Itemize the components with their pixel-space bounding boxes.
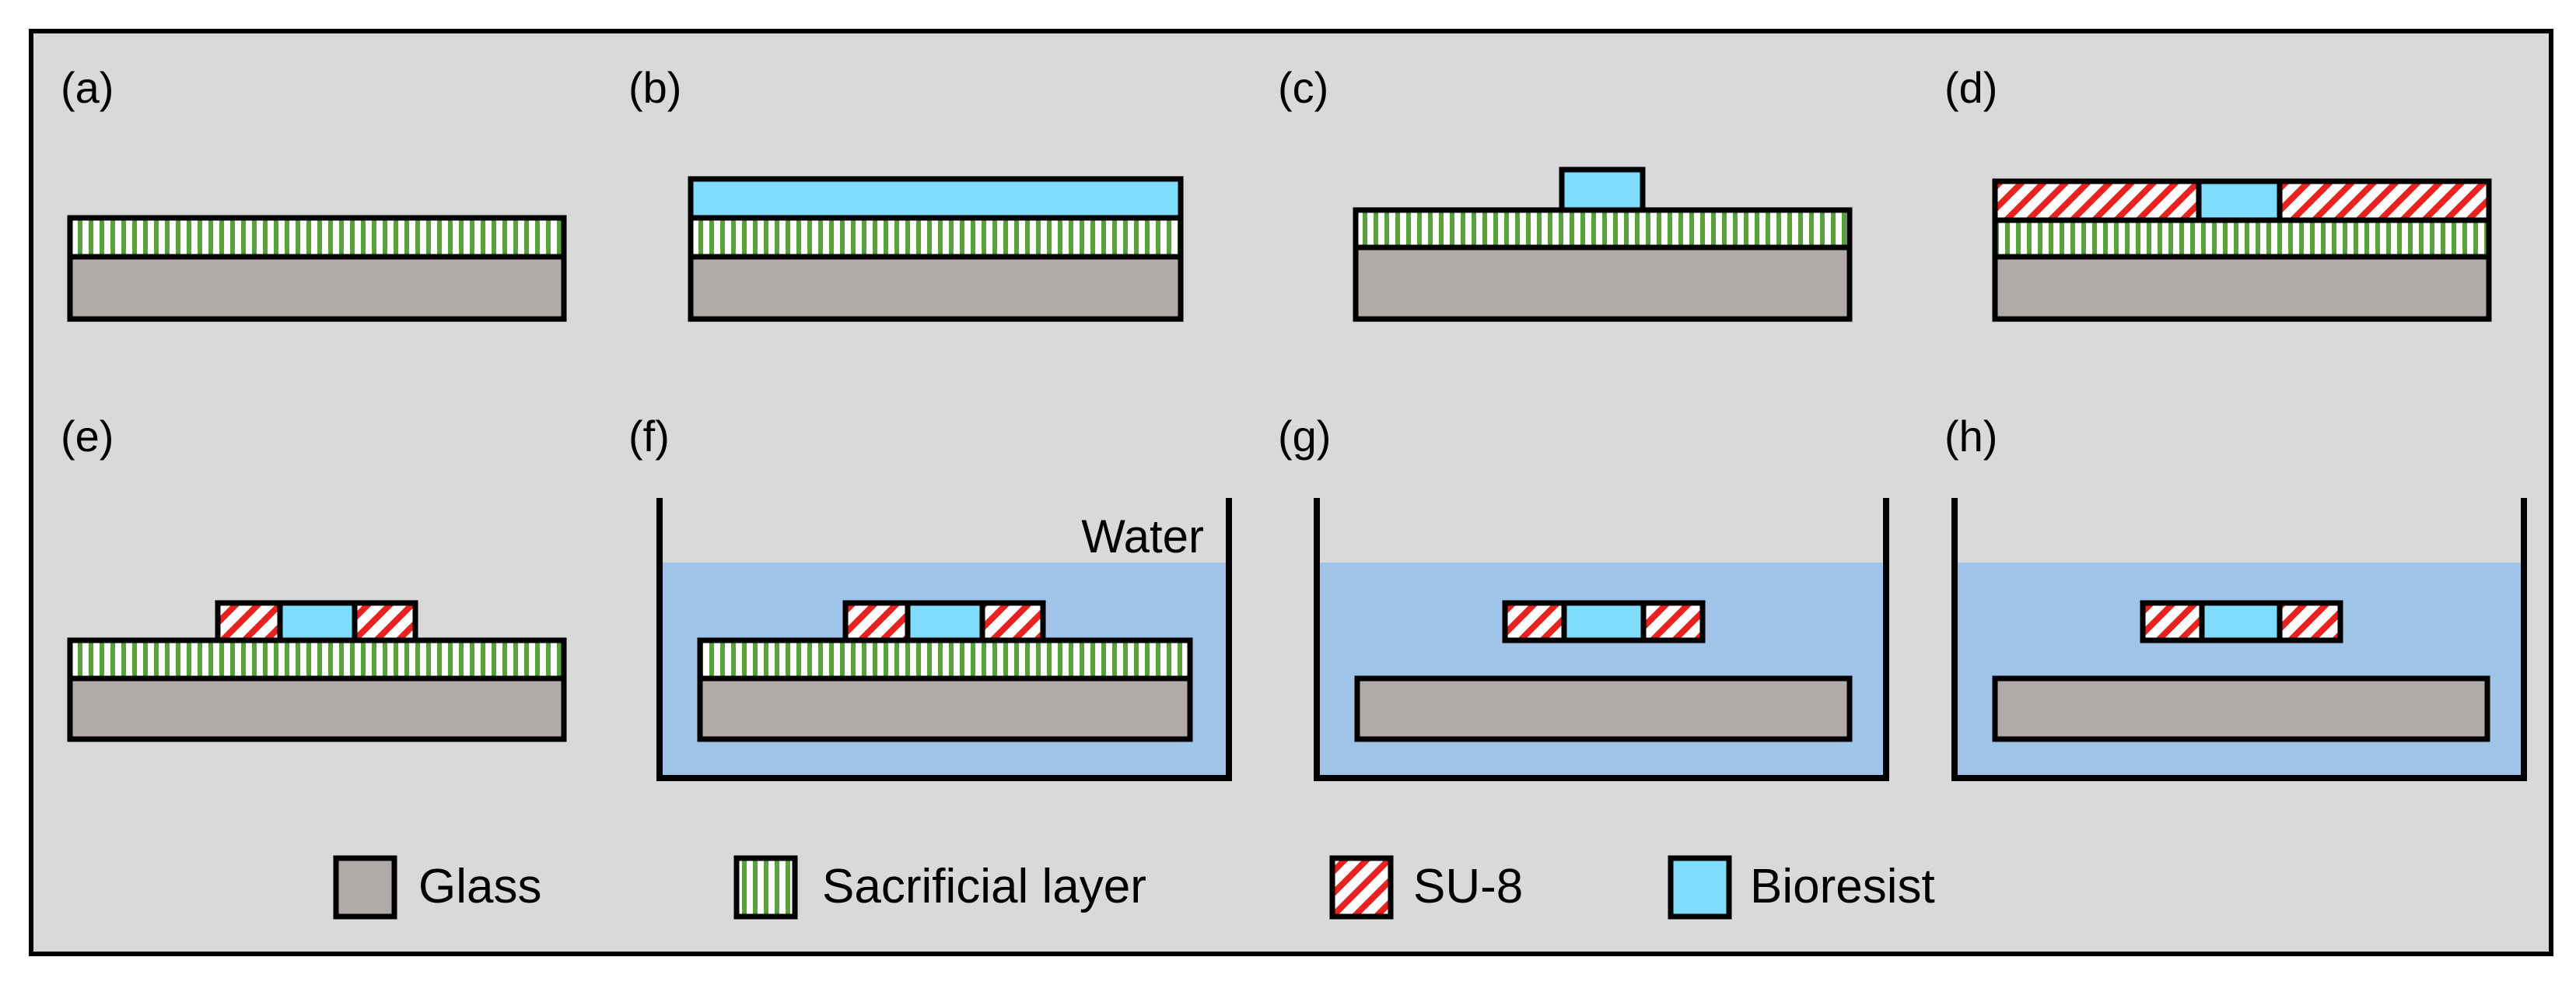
water [1317, 563, 1886, 778]
legend-label-su8: SU-8 [1413, 860, 1523, 913]
su8-block-left [842, 600, 911, 643]
su8-block-left [215, 600, 283, 643]
panel-d: (d) [1944, 63, 2492, 322]
bioresist-pattern [905, 600, 985, 643]
sacrificial-layer [67, 215, 567, 260]
glass-substrate [688, 254, 1184, 322]
beaker [1951, 498, 2527, 781]
su8-block-left [2140, 600, 2205, 643]
legend-label-sacrificial: Sacrificial layer [822, 860, 1146, 913]
panel-f: (f) Water [628, 412, 1232, 781]
glass-substrate [1353, 244, 1853, 322]
panel-a: (a) [61, 63, 567, 322]
glass-substrate [697, 675, 1193, 742]
su8-block-right [1640, 600, 1706, 643]
beaker [656, 498, 1232, 781]
legend-swatch-su8 [1329, 855, 1394, 920]
su8-layer-left [1992, 178, 2202, 223]
panel-g: (g) [1278, 412, 1889, 781]
glass-substrate [1992, 675, 2490, 742]
panel-b: (b) [628, 63, 1184, 322]
panel-label: (h) [1944, 412, 1997, 461]
bioresist-pattern [2196, 178, 2283, 223]
legend-label-glass: Glass [418, 860, 541, 913]
panel-label: (d) [1944, 63, 1997, 112]
panel-label: (f) [628, 412, 670, 461]
water-label: Water [1081, 510, 1204, 563]
bioresist-pattern [1561, 600, 1647, 643]
panel-label: (b) [628, 63, 681, 112]
su8-block-right [2277, 600, 2343, 643]
sacrificial-layer [688, 215, 1184, 260]
su8-block-right [979, 600, 1046, 643]
figure-frame [29, 29, 2553, 956]
beaker [1314, 498, 1889, 781]
panel-label: (g) [1278, 412, 1331, 461]
bioresist-pattern [277, 600, 358, 643]
legend-swatch-sacrificial [733, 855, 798, 920]
glass-substrate [1354, 675, 1853, 742]
su8-layer-right [2277, 178, 2492, 223]
su8-block-left [1502, 600, 1567, 643]
bioresist-pattern [1559, 167, 1646, 213]
panel-label: (e) [61, 412, 114, 461]
glass-substrate [67, 254, 567, 322]
glass-substrate [67, 675, 567, 742]
legend-swatch-glass [333, 855, 397, 920]
sacrificial-layer [697, 637, 1193, 682]
bioresist-layer [688, 176, 1184, 221]
legend-swatch-bioresist [1668, 855, 1732, 920]
water [1955, 563, 2524, 778]
panel-label: (a) [61, 63, 114, 112]
sacrificial-layer [67, 637, 567, 682]
sacrificial-layer [1992, 217, 2492, 260]
su8-block-right [352, 600, 418, 643]
glass-substrate [1992, 254, 2492, 322]
panel-c: (c) [1278, 63, 1853, 322]
panel-h: (h) [1944, 412, 2527, 781]
panel-label: (c) [1278, 63, 1328, 112]
bioresist-pattern [2199, 600, 2283, 643]
sacrificial-layer [1353, 207, 1853, 251]
panel-e: (e) [61, 412, 567, 742]
legend-label-bioresist: Bioresist [1750, 860, 1935, 913]
legend: Glass Sacrificial layer SU-8 Bioresist [333, 855, 1935, 920]
